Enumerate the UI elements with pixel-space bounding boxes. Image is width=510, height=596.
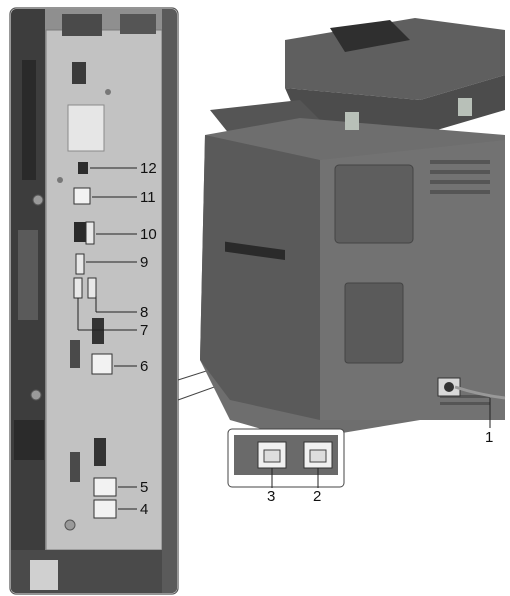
usb-port-7 — [73, 277, 83, 299]
usb-port-10 — [85, 221, 95, 245]
callout-1: 1 — [485, 429, 494, 446]
callout-4: 4 — [140, 501, 149, 518]
printer-body — [200, 18, 505, 440]
interface-panel-closeup — [9, 7, 179, 595]
callout-2: 2 — [313, 488, 322, 505]
callout-3: 3 — [267, 488, 276, 505]
callout-8: 8 — [140, 304, 149, 321]
usb-port-9 — [75, 253, 85, 275]
callout-5: 5 — [140, 479, 149, 496]
phone-jack-inset — [227, 428, 345, 488]
callout-11: 11 — [140, 189, 156, 206]
callout-10: 10 — [140, 226, 157, 243]
callout-9: 9 — [140, 254, 149, 271]
network-port-5 — [93, 477, 117, 497]
network-port-11 — [73, 187, 91, 205]
network-port-4 — [93, 499, 117, 519]
callout-12: 12 — [140, 160, 157, 177]
callout-6: 6 — [140, 358, 149, 375]
usb-b-port — [78, 162, 88, 174]
power-cable — [454, 385, 506, 400]
network-port-6 — [91, 353, 113, 375]
usb-port-8 — [87, 277, 97, 299]
callout-7: 7 — [140, 322, 149, 339]
